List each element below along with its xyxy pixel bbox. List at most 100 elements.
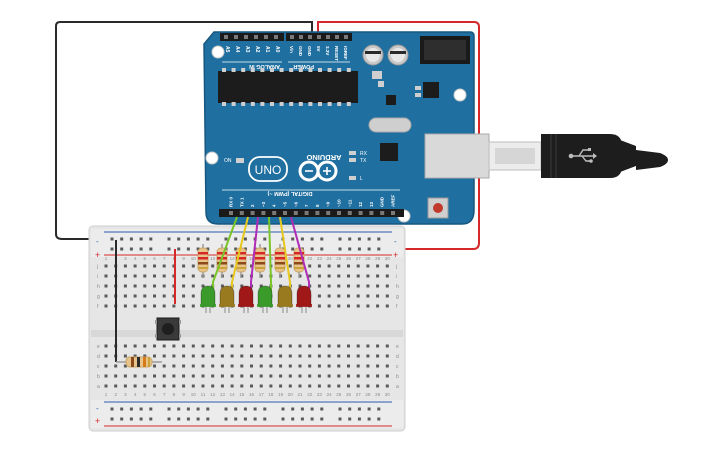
hole[interactable] (114, 374, 118, 378)
hole[interactable] (143, 274, 147, 278)
hole[interactable] (327, 364, 331, 368)
rail-hole[interactable] (206, 407, 210, 411)
hole[interactable] (143, 374, 147, 378)
header-pin[interactable] (224, 35, 228, 39)
rail-hole[interactable] (167, 417, 171, 421)
rail-hole[interactable] (320, 407, 324, 411)
rail-hole[interactable] (243, 247, 247, 251)
hole[interactable] (172, 344, 176, 348)
hole[interactable] (162, 284, 166, 288)
hole[interactable] (337, 274, 341, 278)
hole[interactable] (376, 264, 380, 268)
rail-hole[interactable] (129, 407, 133, 411)
digital-pin[interactable] (304, 211, 309, 215)
hole[interactable] (133, 274, 137, 278)
hole[interactable] (317, 344, 321, 348)
hole[interactable] (347, 284, 350, 288)
rail-hole[interactable] (291, 407, 295, 411)
hole[interactable] (143, 304, 147, 308)
hole[interactable] (327, 284, 331, 288)
hole[interactable] (162, 384, 166, 388)
rail-hole[interactable] (357, 407, 361, 411)
hole[interactable] (259, 284, 263, 288)
rail-hole[interactable] (234, 407, 238, 411)
hole[interactable] (327, 374, 331, 378)
rail-hole[interactable] (357, 247, 361, 251)
digital-pin[interactable] (337, 211, 341, 215)
hole[interactable] (298, 274, 302, 278)
hole[interactable] (201, 354, 205, 358)
hole[interactable] (376, 294, 380, 298)
red-power-wire[interactable] (317, 21, 480, 250)
hole[interactable] (211, 264, 215, 268)
hole[interactable] (123, 264, 127, 268)
hole[interactable] (211, 384, 215, 388)
header-pin[interactable] (290, 35, 294, 39)
hole[interactable] (153, 384, 156, 388)
hole[interactable] (337, 304, 341, 308)
hole[interactable] (153, 344, 156, 348)
hole[interactable] (162, 274, 166, 278)
rail-hole[interactable] (177, 407, 181, 411)
rail-hole[interactable] (129, 417, 133, 421)
rail-hole[interactable] (120, 407, 124, 411)
hole[interactable] (279, 344, 283, 348)
hole[interactable] (327, 344, 331, 348)
rail-hole[interactable] (291, 417, 295, 421)
hole[interactable] (385, 374, 389, 378)
hole[interactable] (269, 384, 273, 388)
rail-hole[interactable] (186, 417, 190, 421)
digital-pin[interactable] (326, 211, 331, 215)
hole[interactable] (172, 304, 176, 308)
hole[interactable] (153, 364, 156, 368)
hole[interactable] (376, 304, 380, 308)
rail-hole[interactable] (348, 417, 352, 421)
hole[interactable] (385, 304, 389, 308)
hole[interactable] (191, 304, 195, 308)
hole[interactable] (327, 304, 331, 308)
hole[interactable] (240, 274, 244, 278)
hole[interactable] (250, 374, 253, 378)
rail-hole[interactable] (186, 407, 190, 411)
rail-hole[interactable] (224, 237, 228, 241)
hole[interactable] (123, 344, 127, 348)
rail-hole[interactable] (234, 247, 238, 251)
hole[interactable] (240, 364, 244, 368)
hole[interactable] (191, 354, 195, 358)
rail-hole[interactable] (357, 417, 361, 421)
hole[interactable] (347, 304, 350, 308)
hole[interactable] (279, 374, 283, 378)
hole[interactable] (327, 264, 331, 268)
hole[interactable] (104, 274, 108, 278)
hole[interactable] (191, 344, 195, 348)
resistor[interactable] (274, 247, 286, 273)
hole[interactable] (201, 284, 205, 288)
hole[interactable] (308, 374, 312, 378)
rail-hole[interactable] (253, 407, 257, 411)
rail-hole[interactable] (206, 247, 210, 251)
led[interactable] (238, 285, 254, 313)
header-pin[interactable] (299, 35, 303, 39)
hole[interactable] (298, 354, 302, 358)
hole[interactable] (240, 354, 244, 358)
hole[interactable] (366, 274, 370, 278)
usb-cable[interactable] (488, 134, 668, 178)
hole[interactable] (191, 284, 195, 288)
hole[interactable] (356, 304, 360, 308)
hole[interactable] (191, 374, 195, 378)
hole[interactable] (366, 354, 370, 358)
hole[interactable] (104, 264, 108, 268)
rail-hole[interactable] (300, 237, 304, 241)
hole[interactable] (230, 274, 234, 278)
hole[interactable] (162, 304, 166, 308)
header-pin[interactable] (244, 35, 248, 39)
push-button[interactable] (155, 317, 181, 341)
hole[interactable] (308, 264, 312, 268)
hole[interactable] (327, 354, 331, 358)
hole[interactable] (366, 344, 370, 348)
hole[interactable] (385, 274, 389, 278)
header-pin[interactable] (264, 35, 268, 39)
rail-hole[interactable] (224, 417, 228, 421)
hole[interactable] (123, 294, 127, 298)
